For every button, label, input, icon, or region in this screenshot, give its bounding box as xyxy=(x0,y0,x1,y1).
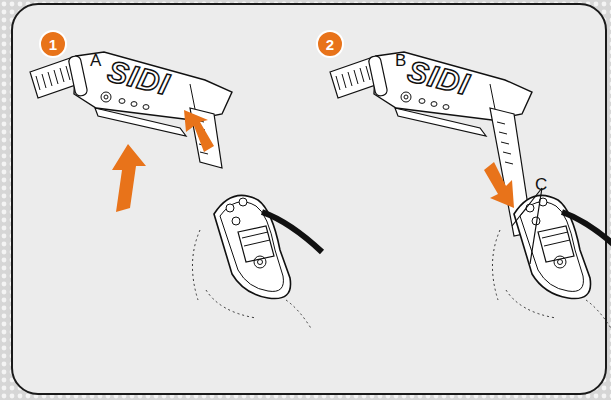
buckle-base xyxy=(492,195,611,330)
callout-number: 2 xyxy=(326,37,334,52)
step-circle: 2 xyxy=(316,30,344,58)
panel-two xyxy=(330,52,611,330)
down-arrow xyxy=(484,162,514,208)
diagonal-arrow xyxy=(184,110,214,152)
step-circle: 1 xyxy=(39,30,67,58)
up-arrow xyxy=(112,144,146,212)
strap-teeth xyxy=(497,122,513,164)
callout-number: 1 xyxy=(49,37,57,52)
panel-frame xyxy=(12,4,606,394)
part-letter: C xyxy=(535,176,547,193)
leader-line xyxy=(512,188,542,264)
part-letter: B xyxy=(395,52,406,69)
buckle-base xyxy=(192,195,322,330)
part-letter: A xyxy=(90,52,101,69)
